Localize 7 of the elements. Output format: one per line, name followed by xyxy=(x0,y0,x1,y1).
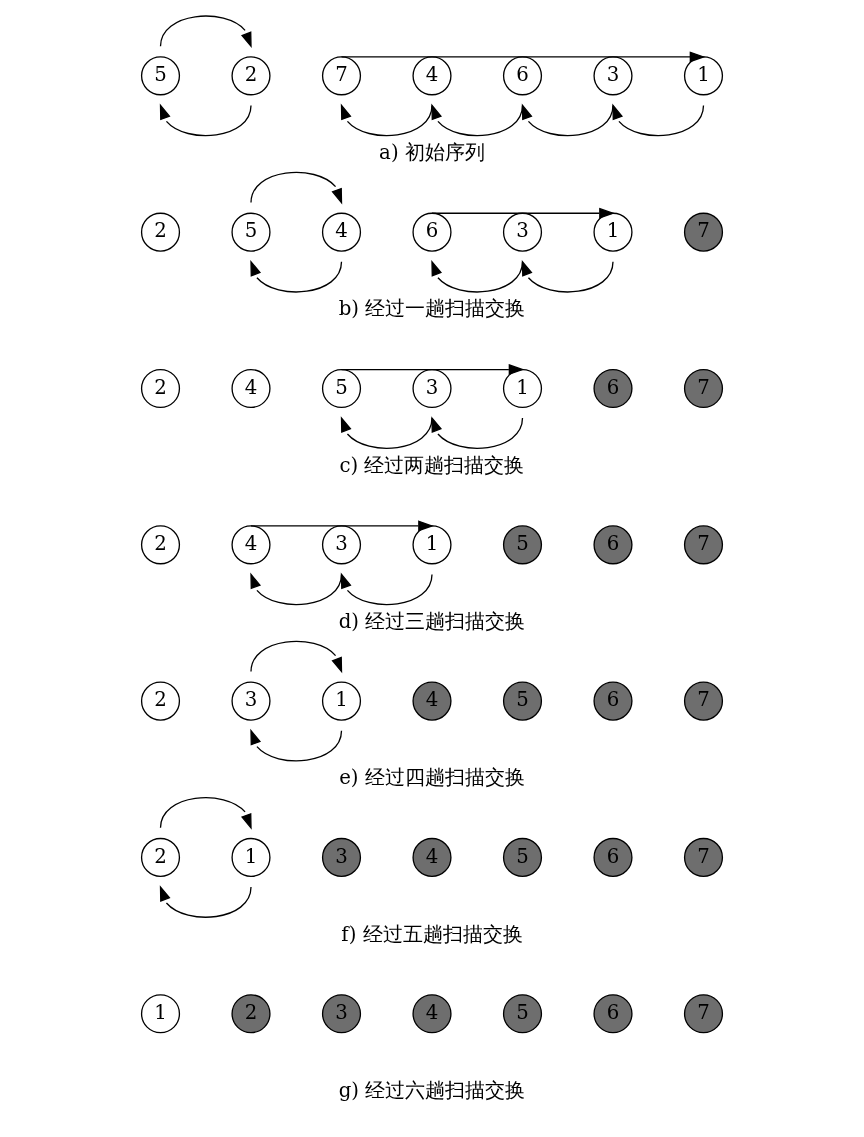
label: f) 经过五趟扫描交换 xyxy=(341,922,523,946)
label: c) 经过两趟扫描交换 xyxy=(339,453,525,477)
label: d) 经过三趟扫描交换 xyxy=(338,610,526,634)
label: g) 经过六趟扫描交换 xyxy=(338,1079,526,1102)
label: a) 初始序列 xyxy=(379,141,485,165)
label: e) 经过四趟扫描交换 xyxy=(339,766,525,790)
label: b) 经过一趟扫描交换 xyxy=(338,297,526,321)
